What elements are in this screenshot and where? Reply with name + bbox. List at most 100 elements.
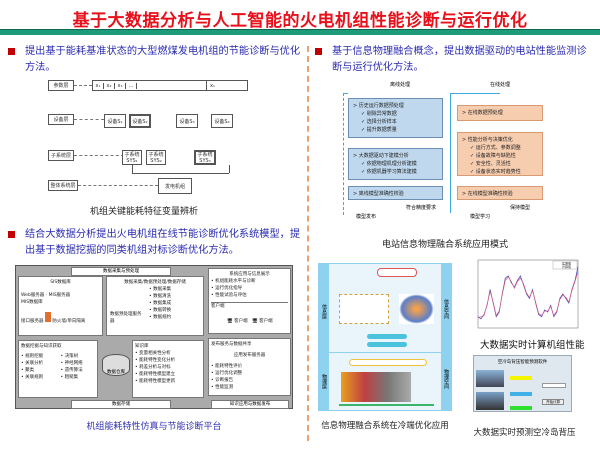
result-field <box>542 383 566 388</box>
label: MIS数据库 <box>21 300 43 305</box>
label: 符合精度要求 <box>406 205 437 211</box>
title-underline-bar <box>0 29 600 35</box>
online-box-3: > 在线模型准确性校验 <box>457 186 543 200</box>
legend-entry: 实测值 <box>562 261 571 266</box>
diagnosis-platform-diagram: 数据采集与预处理 SIS数据库 Web服务器 · MIS服务器 MIS数据库 接… <box>15 265 293 409</box>
subsystem-box: 子系统SYS₃ <box>194 150 216 165</box>
right-bullet-1: 基于信息物理融合概念，提出数据驱动的电站性能监测诊断与运行优化方法。 <box>315 44 594 76</box>
subsystem-box: 子系统SYS₂ <box>146 150 166 165</box>
item: 能耗特性模型更新 <box>139 379 176 384</box>
panel-title: 数据挖掘与知识获取 <box>21 344 62 349</box>
cps-application-diagram: 离线处理 在线处理 > 历史运行数据预处理 ✓ 剔除异常数据 ✓ 选择分析样本 … <box>340 80 550 220</box>
item: 能耗特性模型建立 <box>139 372 176 377</box>
legend-box <box>552 260 578 270</box>
device-box: 设备S₄ <box>211 114 233 128</box>
plot-area <box>477 259 579 329</box>
parameter-row: x₁ x₂ x₃ … x₁ <box>92 80 248 91</box>
item: 设备故障与缺陷性 <box>475 153 516 159</box>
item: 提升数据质量 <box>366 127 397 133</box>
performance-line-chart: 实测值 计算值 <box>477 259 579 329</box>
plant-photo <box>476 370 504 387</box>
diagram-caption: 信息物理融合系统在冷端优化应用 <box>321 421 449 431</box>
offline-box-1: > 历史运行数据预处理 ✓ 剔除异常数据 ✓ 选择分析样本 ✓ 提升数据质量 <box>348 98 443 138</box>
item: 运行优化指导 <box>215 286 243 291</box>
left-bullet-2: 结合大数据分析提出火电机组在线节能诊断优化系统模型，提出基于数据挖掘的同类机组对… <box>8 227 303 259</box>
legend-entry: 计算值 <box>562 264 571 269</box>
item: 设备状态实时趋势性 <box>475 169 521 175</box>
param: … <box>126 82 137 89</box>
label: 在线处理 <box>490 82 511 88</box>
column-divider <box>307 46 309 441</box>
layer-box: 设备层 <box>48 114 74 125</box>
item: 规则挖掘 <box>25 354 44 359</box>
software-caption: 大数据实时预测空冷岛背压 <box>473 428 576 438</box>
item: 离线模型准确性校验 <box>358 191 404 197</box>
param <box>137 80 207 91</box>
item: 数据规约 <box>153 315 172 320</box>
label: 离线处理 <box>390 82 411 88</box>
param: x₁ <box>93 82 104 89</box>
item: 聚类 <box>25 368 35 373</box>
acquisition-panel: 数据采集/数据预处理/数据存储 • 数据采集 • 数据清洗 • 数据集成 • 数… <box>106 276 204 336</box>
client-label: 客户端 <box>259 319 273 324</box>
layer-box: 子系统层 <box>48 150 74 161</box>
start-calc-button[interactable]: 开始计算 <box>542 399 564 405</box>
sis-panel: SIS数据库 Web服务器 · MIS服务器 MIS数据库 接口服务器 防火墙/… <box>18 276 103 336</box>
item: 数据采集 <box>153 287 172 292</box>
energy-variable-diagram: 参数层 设备层 子系统层 整体系统层 x₁ x₂ x₃ … x₁ 设备S₁ 设备… <box>44 80 248 205</box>
item: 剔除异常数据 <box>366 111 397 117</box>
offline-box-2: > 大数据驱动下建模分析 ✓ 依据物理机理分析建模 ✓ 依据机器学习算法建模 <box>348 148 443 180</box>
performance-chart: 实测值 计算值 <box>468 258 580 338</box>
bullet-text: 基于信息物理融合概念，提出数据驱动的电站性能监测诊断与运行优化方法。 <box>332 46 587 73</box>
item: 变量相关性分析 <box>139 351 171 356</box>
online-box-1: > 在线数据预处理 <box>457 105 543 121</box>
value-field <box>510 392 532 396</box>
panel-footer: 知识应用与数据发布 <box>211 400 289 409</box>
item: 决策树 <box>64 354 79 359</box>
item: 性能试验与评估 <box>215 293 247 298</box>
cps-cold-end-diagram: 信息层 物理层 信息空间 物理空间 <box>318 263 452 411</box>
left-bullet-1: 提出基于能耗基准状态的大型燃煤发电机组的节能诊断与优化方法。 <box>8 44 303 76</box>
firewall-icon <box>44 312 51 322</box>
item: 性能监测 <box>215 385 234 390</box>
device-box: 设备S₃ <box>176 114 198 128</box>
bullet-marker-icon <box>8 48 15 55</box>
bullet-marker-icon <box>8 231 15 238</box>
panel-header: 数据采集与预处理 <box>71 267 171 276</box>
label: MIS服务器 <box>48 293 71 298</box>
label: 信息空间 <box>443 299 449 319</box>
label: 客户端 <box>211 302 288 310</box>
panel-title: 数据采集/数据预处理/数据存储 <box>124 280 186 285</box>
mining-panel: 数据挖掘与知识获取 • 规则挖掘 • 关联分析 • 聚类 • 关联规则 • 决策… <box>18 340 98 398</box>
diagram-caption: 电站信息物理融合系统应用模式 <box>381 240 508 250</box>
param: x₂ <box>104 82 115 89</box>
data-warehouse-icon: 数据仓库 <box>102 354 130 376</box>
item: 能耗特性评价 <box>215 364 243 369</box>
offline-box-3: > 离线模型准确性校验 <box>348 186 443 200</box>
item: 安全性、灵活性 <box>475 161 511 167</box>
label: 接口服务器 <box>21 319 44 324</box>
plant-photo <box>476 392 504 410</box>
bullet-text: 提出基于能耗基准状态的大型燃煤发电机组的节能诊断与优化方法。 <box>25 46 301 73</box>
item: 数据转换 <box>153 308 172 313</box>
item: 大数据驱动下建模分析 <box>358 153 409 159</box>
item: 神经网络 <box>64 361 83 366</box>
bullet-marker-icon <box>315 48 322 55</box>
item: 能耗特性变化分析 <box>139 358 176 363</box>
item: 关联分析 <box>25 361 44 366</box>
item: 依据机器学习算法建模 <box>366 169 417 175</box>
page-title: 基于大数据分析与人工智能的火电机组性能诊断与运行优化 <box>72 11 528 31</box>
label: 模型发布 <box>356 214 377 220</box>
item: 耗差分析与对标 <box>139 365 171 370</box>
param: x₁ <box>210 82 215 89</box>
device-box: 设备S₁ <box>104 114 126 128</box>
diagram-caption: 机组关键能耗特征变量辨析 <box>89 207 198 217</box>
param: x₃ <box>115 82 126 89</box>
item: 关联规则 <box>25 375 44 380</box>
chart-caption: 大数据实时计算机组性能 <box>480 340 585 351</box>
diagram-caption: 机组能耗特性仿真与节能诊断平台 <box>86 422 222 432</box>
panel-title: 知识库 <box>135 344 149 349</box>
subsystem-box: 子系统SYS₁ <box>122 150 142 165</box>
value-field <box>510 376 532 380</box>
item: 性能分析与决策优化 <box>467 137 513 143</box>
